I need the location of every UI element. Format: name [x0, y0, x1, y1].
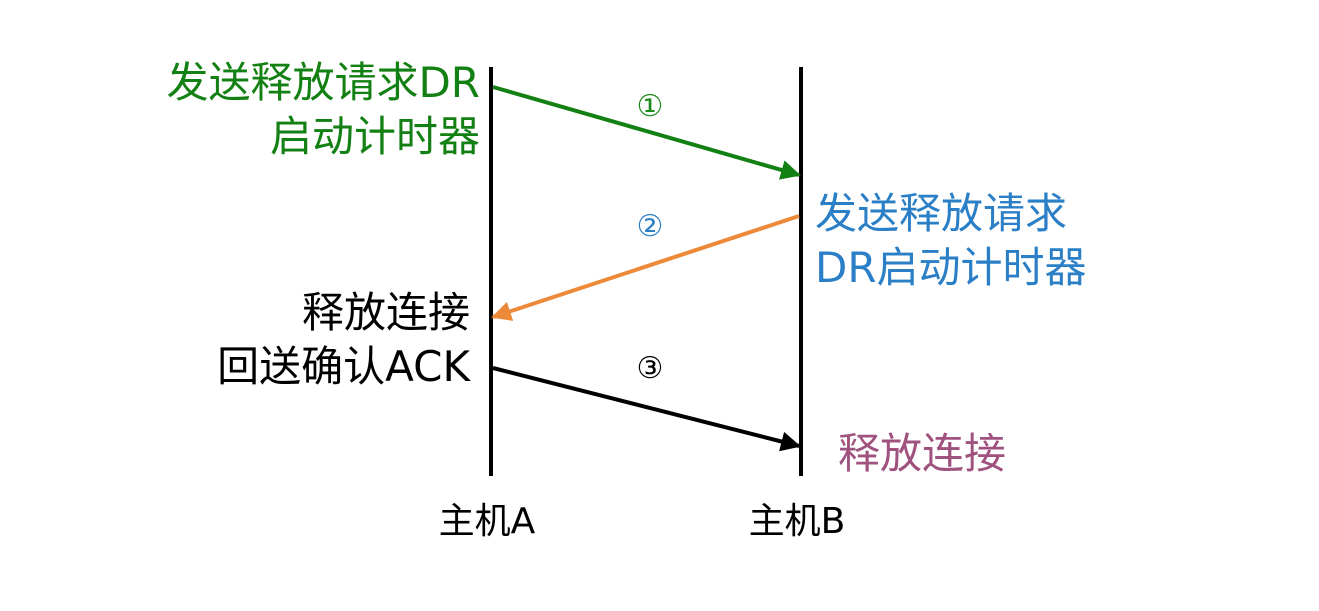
host-a-release-label: 释放连接 回送确认ACK — [80, 286, 470, 394]
host-a-ack-line2: 回送确认ACK — [217, 342, 470, 391]
arrow-ack-a-to-b — [492, 366, 801, 452]
host-b-start-timer-line2: DR启动计时器 — [815, 243, 1087, 292]
host-b-send-dr-label: 发送释放请求 DR启动计时器 — [815, 187, 1087, 295]
host-a-release-line1: 释放连接 — [301, 288, 470, 337]
host-a-label: 主机A — [438, 501, 536, 542]
host-b-release-line1: 释放连接 — [838, 429, 1007, 478]
arrow-dr-a-to-b — [492, 85, 801, 180]
host-a-send-dr-label: 发送释放请求DR 启动计时器 — [80, 56, 480, 164]
host-a-send-dr-line1: 发送释放请求DR — [166, 58, 480, 107]
host-b-send-dr-line1: 发送释放请求 — [815, 189, 1068, 238]
host-a-start-timer-line2: 启动计时器 — [269, 112, 480, 161]
step-2-marker: ② — [636, 209, 664, 244]
step-1-marker: ① — [636, 89, 664, 124]
step-3-marker: ③ — [636, 351, 664, 386]
host-b-release-label: 释放连接 — [838, 427, 1006, 481]
arrow-dr-b-to-a — [491, 214, 800, 321]
host-b-label: 主机B — [748, 501, 846, 542]
